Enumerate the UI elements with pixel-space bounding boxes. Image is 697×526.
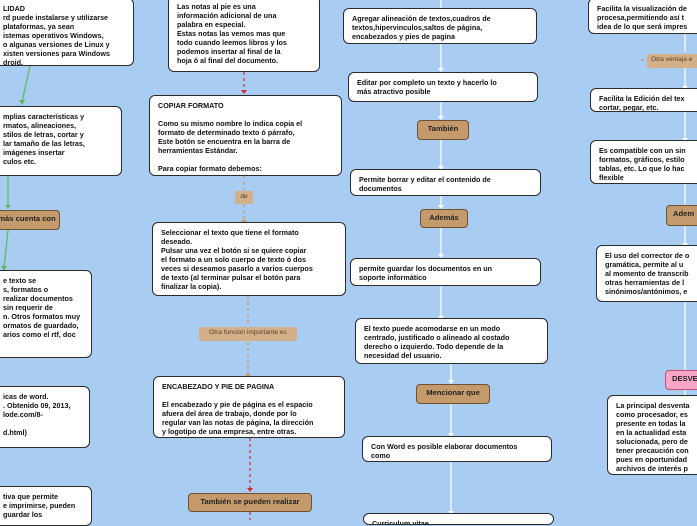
tag-mas-cuenta-con[interactable]: más cuenta con <box>0 210 60 230</box>
node-curriculum[interactable]: Curriculum vitae Plantillas para documen… <box>363 513 554 525</box>
node-facilita-visualizacion[interactable]: Facilita la visualización de procesa,per… <box>588 0 697 34</box>
node-referencias[interactable]: icas de word. . Obtenido 09, 2013, lode.… <box>0 386 90 448</box>
node-corrector[interactable]: El uso del corrector de o gramática, per… <box>596 245 697 302</box>
tag-desventajas[interactable]: DESVE <box>665 370 697 390</box>
node-alineacion[interactable]: Agregar alineación de textos,cuadros de … <box>343 8 537 44</box>
node-compatibilidad[interactable]: LIDAD rd puede instalarse y utilizarse p… <box>0 0 134 66</box>
node-borrar-editar[interactable]: Permite borrar y editar el contenido de … <box>350 169 541 196</box>
node-facilita-edicion[interactable]: Facilita la Edición del tex cortar, pega… <box>590 88 697 112</box>
node-encabezado-pie[interactable]: ENCABEZADO Y PIE DE PAGINA El encabezado… <box>153 376 345 438</box>
node-copiar-formato[interactable]: COPIAR FORMATO Como su mismo nombre lo i… <box>149 95 342 176</box>
node-caracteristicas[interactable]: mplias características y rmatos, alineac… <box>0 106 122 176</box>
node-desventaja[interactable]: La principal desventa como procesador, e… <box>607 395 697 475</box>
tag-mencionar-que[interactable]: Mencionar que <box>416 384 490 404</box>
node-formatos[interactable]: e texto se s, formatos o realizar docume… <box>0 270 92 358</box>
tag-ademas-right[interactable]: Adem <box>666 205 697 226</box>
node-compatible[interactable]: Es compatible con un sin formatos, gráfi… <box>590 140 697 184</box>
node-acomodar-texto[interactable]: El texto puede acomodarse en un modo cen… <box>355 318 548 364</box>
node-editar[interactable]: Editar por completo un texto y hacerlo l… <box>348 72 538 102</box>
node-notas-al-pie[interactable]: Las notas al pie es una información adic… <box>168 0 320 72</box>
node-guardar-imprimir[interactable]: tiva que permite e imprimirse, pueden gu… <box>0 486 92 526</box>
tag-otra-funcion[interactable]: Otra funcion importante es <box>199 327 297 341</box>
tag-tambien[interactable]: También <box>417 120 469 140</box>
node-guardar-documentos[interactable]: permite guardar los documentos en un sop… <box>350 258 541 286</box>
node-elaborar-documentos[interactable]: Con Word es posible elaborar documentos … <box>362 436 552 462</box>
tag-otra-ventaja[interactable]: Otra ventaja e <box>647 54 697 68</box>
tag-ademas[interactable]: Además <box>420 209 468 228</box>
node-seleccionar-texto[interactable]: Seleccionar el texto que tiene el format… <box>152 222 346 296</box>
tag-de[interactable]: de <box>235 191 253 204</box>
tag-tambien-realizar[interactable]: También se pueden realizar <box>188 493 312 512</box>
